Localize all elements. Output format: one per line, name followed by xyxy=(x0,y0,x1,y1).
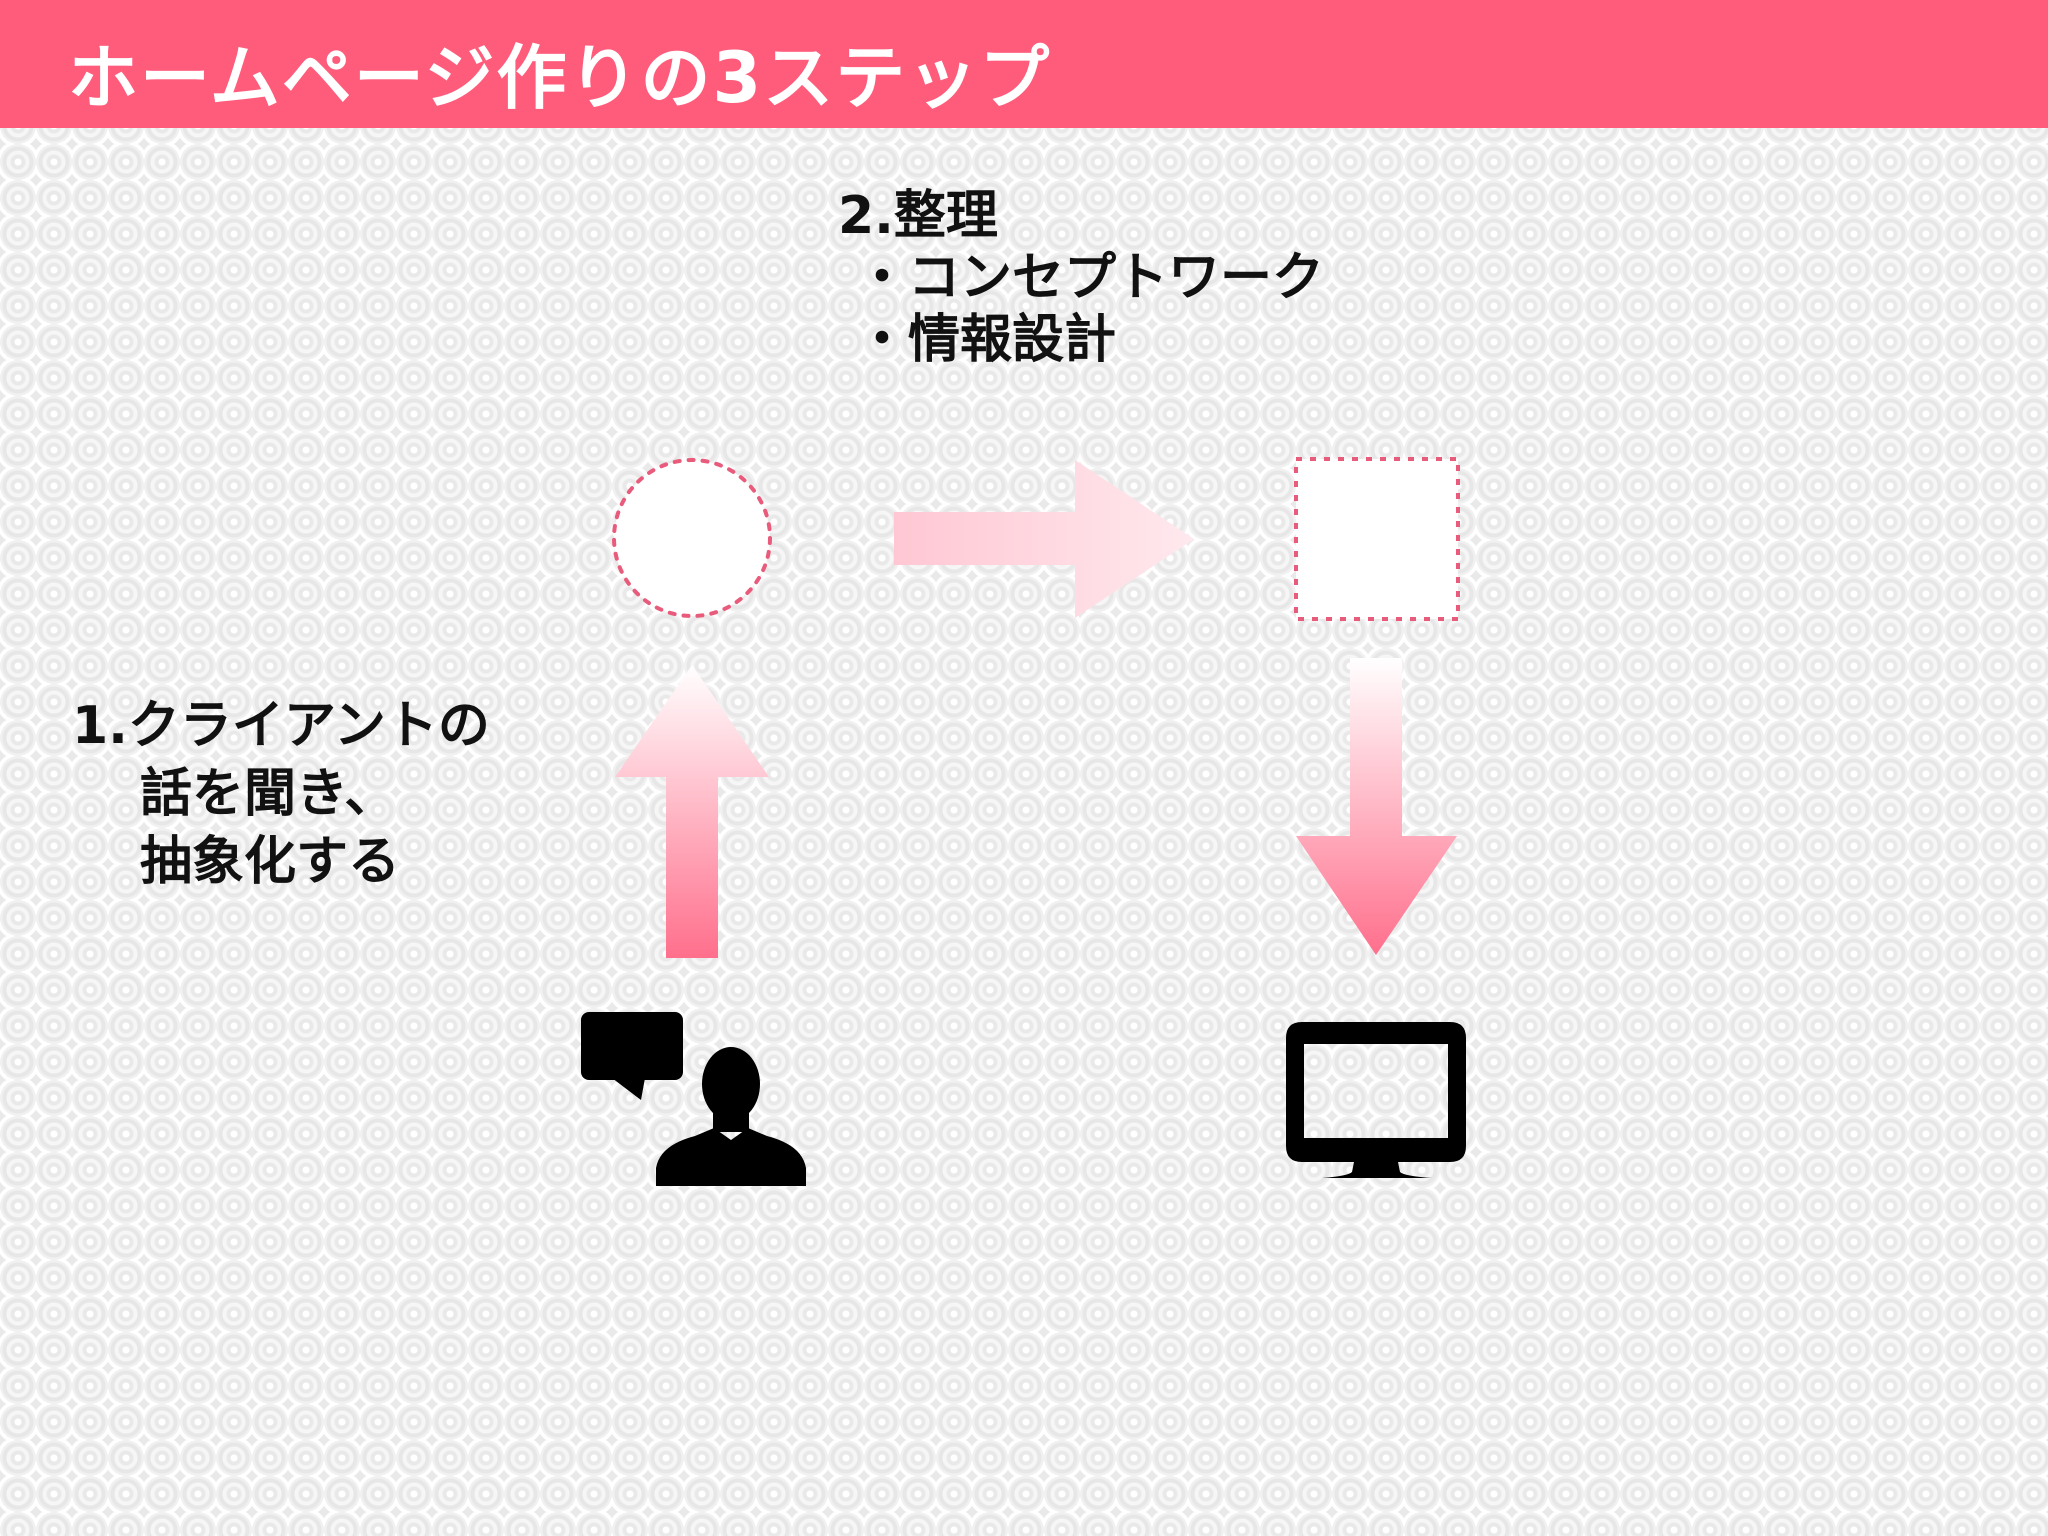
organized-square xyxy=(1294,457,1460,621)
page-title: ホームページ作りの3ステップ xyxy=(68,37,1052,119)
step1-line2: 話を聞き、 xyxy=(140,764,397,824)
monitor-icon xyxy=(1286,1022,1466,1178)
up-arrow xyxy=(615,665,769,958)
down-arrow xyxy=(1296,658,1457,955)
person-speech-bubble-icon xyxy=(581,1012,806,1186)
step2-text: 2.整理 ・コンセプトワーク ・情報設計 xyxy=(838,185,1324,371)
step2-heading: 2.整理 xyxy=(838,186,998,246)
right-arrow xyxy=(894,460,1194,618)
step2-item-info-design: ・情報設計 xyxy=(856,310,1117,370)
abstract-circle xyxy=(612,458,772,618)
title-bar: ホームページ作りの3ステップ xyxy=(0,0,2048,128)
step1-line1: 1.クライアントの xyxy=(72,696,490,756)
step1-line3: 抽象化する xyxy=(140,832,401,892)
step2-item-concept: ・コンセプトワーク xyxy=(856,248,1325,308)
step1-text: 1.クライアントの 話を聞き、 抽象化する xyxy=(72,692,490,896)
